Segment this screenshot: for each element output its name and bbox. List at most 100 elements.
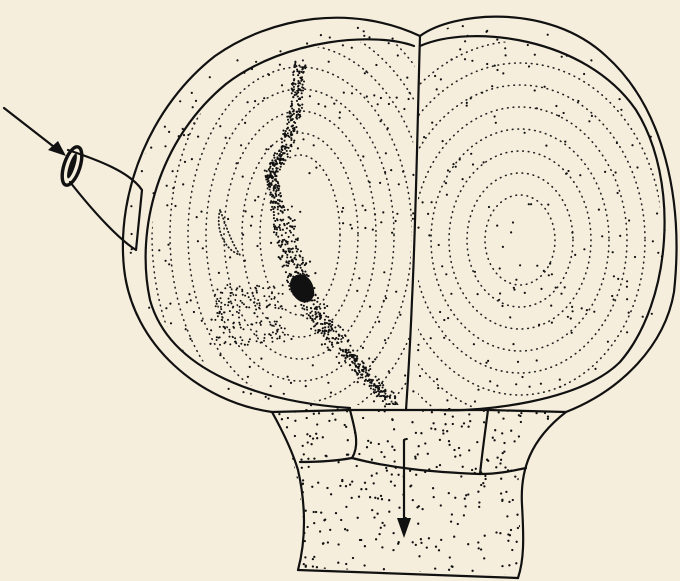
stalk-dot <box>310 443 312 445</box>
plug-dot <box>263 337 265 339</box>
plug-dot <box>275 192 277 194</box>
plug-dot <box>378 387 380 389</box>
stalk-dot <box>510 529 512 531</box>
wall-dot <box>327 382 329 384</box>
wall-dot <box>571 306 573 308</box>
stalk-dot <box>415 474 417 476</box>
plug-dot <box>298 116 300 118</box>
plug-dot <box>254 305 256 307</box>
wall-dot <box>489 380 491 382</box>
plug-dot <box>354 363 356 365</box>
stalk-dot <box>308 466 310 468</box>
plug-dot <box>296 264 298 266</box>
wall-dot <box>507 8 509 10</box>
stalk-dot <box>543 526 545 528</box>
wall-dot <box>447 27 449 29</box>
plug-dot <box>256 285 258 287</box>
plug-dot <box>278 185 280 187</box>
wall-dot <box>417 344 419 346</box>
wall-dot <box>131 233 133 235</box>
plug-dot <box>314 325 316 327</box>
stalk-dot <box>503 442 505 444</box>
wall-dot <box>441 265 443 267</box>
wall-dot <box>220 399 222 401</box>
plug-dot <box>227 319 229 321</box>
plug-dot <box>296 272 298 274</box>
stalk-dot <box>420 538 422 540</box>
wall-dot <box>292 8 294 10</box>
plug-dot <box>229 343 231 345</box>
plug-dot <box>293 228 295 230</box>
wall-dot <box>665 73 667 75</box>
plug-dot <box>341 335 343 337</box>
plug-dot <box>231 302 233 304</box>
plug-dot <box>333 330 335 332</box>
plug-dot <box>290 115 292 117</box>
stalk-dot <box>397 474 399 476</box>
plug-dot <box>390 406 392 408</box>
wall-dot <box>265 148 267 150</box>
plug-dot <box>286 256 288 258</box>
plug-dot <box>221 319 223 321</box>
wall-dot <box>343 92 345 94</box>
plug-dot <box>217 315 219 317</box>
stalk-dot <box>324 567 326 569</box>
stalk-dot <box>346 529 348 531</box>
wall-dot <box>362 205 364 207</box>
plug-dot <box>268 184 270 186</box>
plug-dot <box>275 333 277 335</box>
stalk-dot <box>276 532 278 534</box>
stalk-top <box>272 410 566 412</box>
stalk-dot <box>471 469 473 471</box>
plug-dot <box>299 97 301 99</box>
plug-dot <box>286 153 288 155</box>
wall-dot <box>227 218 229 220</box>
wall-dot <box>502 246 504 248</box>
stalk-dot <box>296 476 298 478</box>
plug-dot <box>287 265 289 267</box>
plug-dot <box>317 330 319 332</box>
wall-dot <box>342 222 344 224</box>
plug-dot <box>287 156 289 158</box>
stalk-dot <box>367 440 369 442</box>
plug-dot <box>306 317 308 319</box>
wall-dot <box>373 0 375 2</box>
plug-dot <box>264 334 266 336</box>
wall-dot <box>321 343 323 345</box>
plug-dot <box>239 306 241 308</box>
wall-dot <box>567 316 569 318</box>
stalk-dot <box>459 454 461 456</box>
wall-dot <box>369 306 371 308</box>
wall-dot <box>250 393 252 395</box>
stalk-dot <box>294 420 296 422</box>
wall-dot <box>133 345 135 347</box>
wall-dot <box>638 356 640 358</box>
plug-dot <box>324 326 326 328</box>
stalk-dot <box>303 563 305 565</box>
plug-dot <box>290 256 292 258</box>
stalk-dot <box>529 559 531 561</box>
plug-dot <box>281 234 283 236</box>
wall-dot <box>473 343 475 345</box>
stalk-dot <box>274 550 276 552</box>
plug-dot <box>375 376 377 378</box>
stalk-dot <box>369 496 371 498</box>
plug-dot <box>391 391 393 393</box>
plug-dot <box>282 145 284 147</box>
wall-dot <box>512 343 514 345</box>
wall-dot <box>380 221 382 223</box>
stalk-dot <box>520 421 522 423</box>
plug-dot <box>281 200 283 202</box>
stalk-dot <box>302 479 304 481</box>
plug-dot <box>223 332 225 334</box>
wall-dot <box>305 385 307 387</box>
wall-dot <box>270 145 272 147</box>
wall-dot <box>164 126 166 128</box>
stalk-dot <box>347 453 349 455</box>
wall-dot <box>440 78 442 80</box>
stalk-dot <box>339 485 341 487</box>
stalk-dot <box>415 432 417 434</box>
stalk-dot <box>431 411 433 413</box>
plug-dot <box>273 189 275 191</box>
plug-dot <box>310 307 312 309</box>
